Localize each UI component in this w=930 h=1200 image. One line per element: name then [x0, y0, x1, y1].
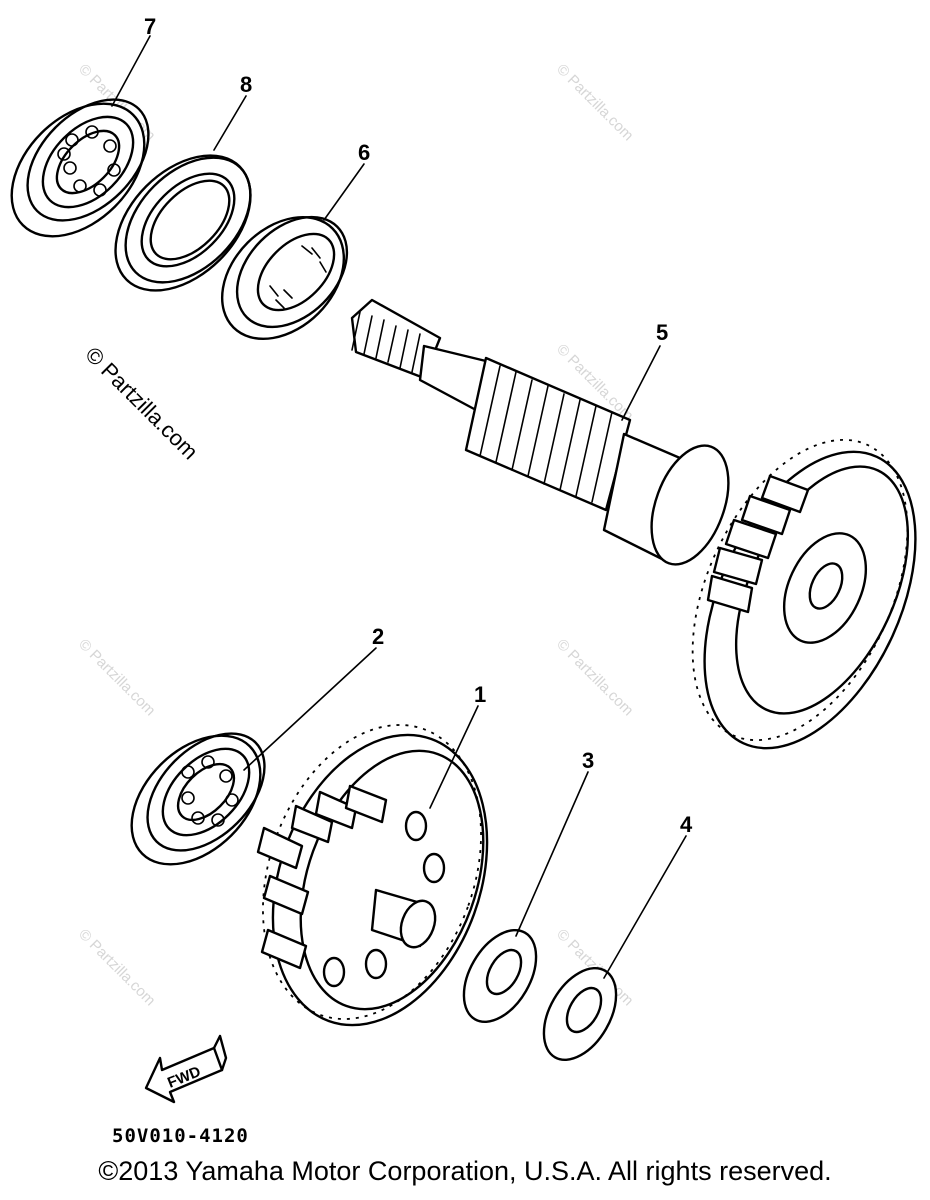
leader-lines: [111, 35, 687, 979]
callout-3: 3: [582, 748, 594, 773]
callout-4: 4: [680, 812, 693, 837]
part-5-shaft: [350, 298, 917, 750]
part-3-washer: [462, 928, 538, 1024]
part-1-gear: [256, 724, 489, 1027]
callout-7: 7: [144, 14, 156, 39]
part-7-bearing: [10, 98, 150, 238]
watermark: © Partzilla.com: [75, 636, 158, 719]
callout-8: 8: [240, 72, 252, 97]
callout-1: 1: [474, 682, 486, 707]
callout-2: 2: [372, 624, 384, 649]
watermark: © Partzilla.com: [75, 926, 158, 1009]
watermark: © Partzilla.com: [553, 61, 636, 144]
part-6-needle-bearing: [220, 215, 349, 341]
callout-6: 6: [358, 140, 370, 165]
part-2-bearing: [130, 732, 266, 866]
callout-5: 5: [656, 320, 668, 345]
part-4-washer: [542, 966, 618, 1062]
fwd-arrow-icon: FWD: [144, 1034, 228, 1104]
watermark-dark: © Partzilla.com: [80, 342, 203, 465]
part-8-oil-seal: [114, 154, 252, 292]
watermark: © Partzilla.com: [553, 636, 636, 719]
copyright-notice: ©2013 Yamaha Motor Corporation, U.S.A. A…: [98, 1156, 832, 1186]
diagram-code: 50V010-4120: [112, 1125, 249, 1147]
